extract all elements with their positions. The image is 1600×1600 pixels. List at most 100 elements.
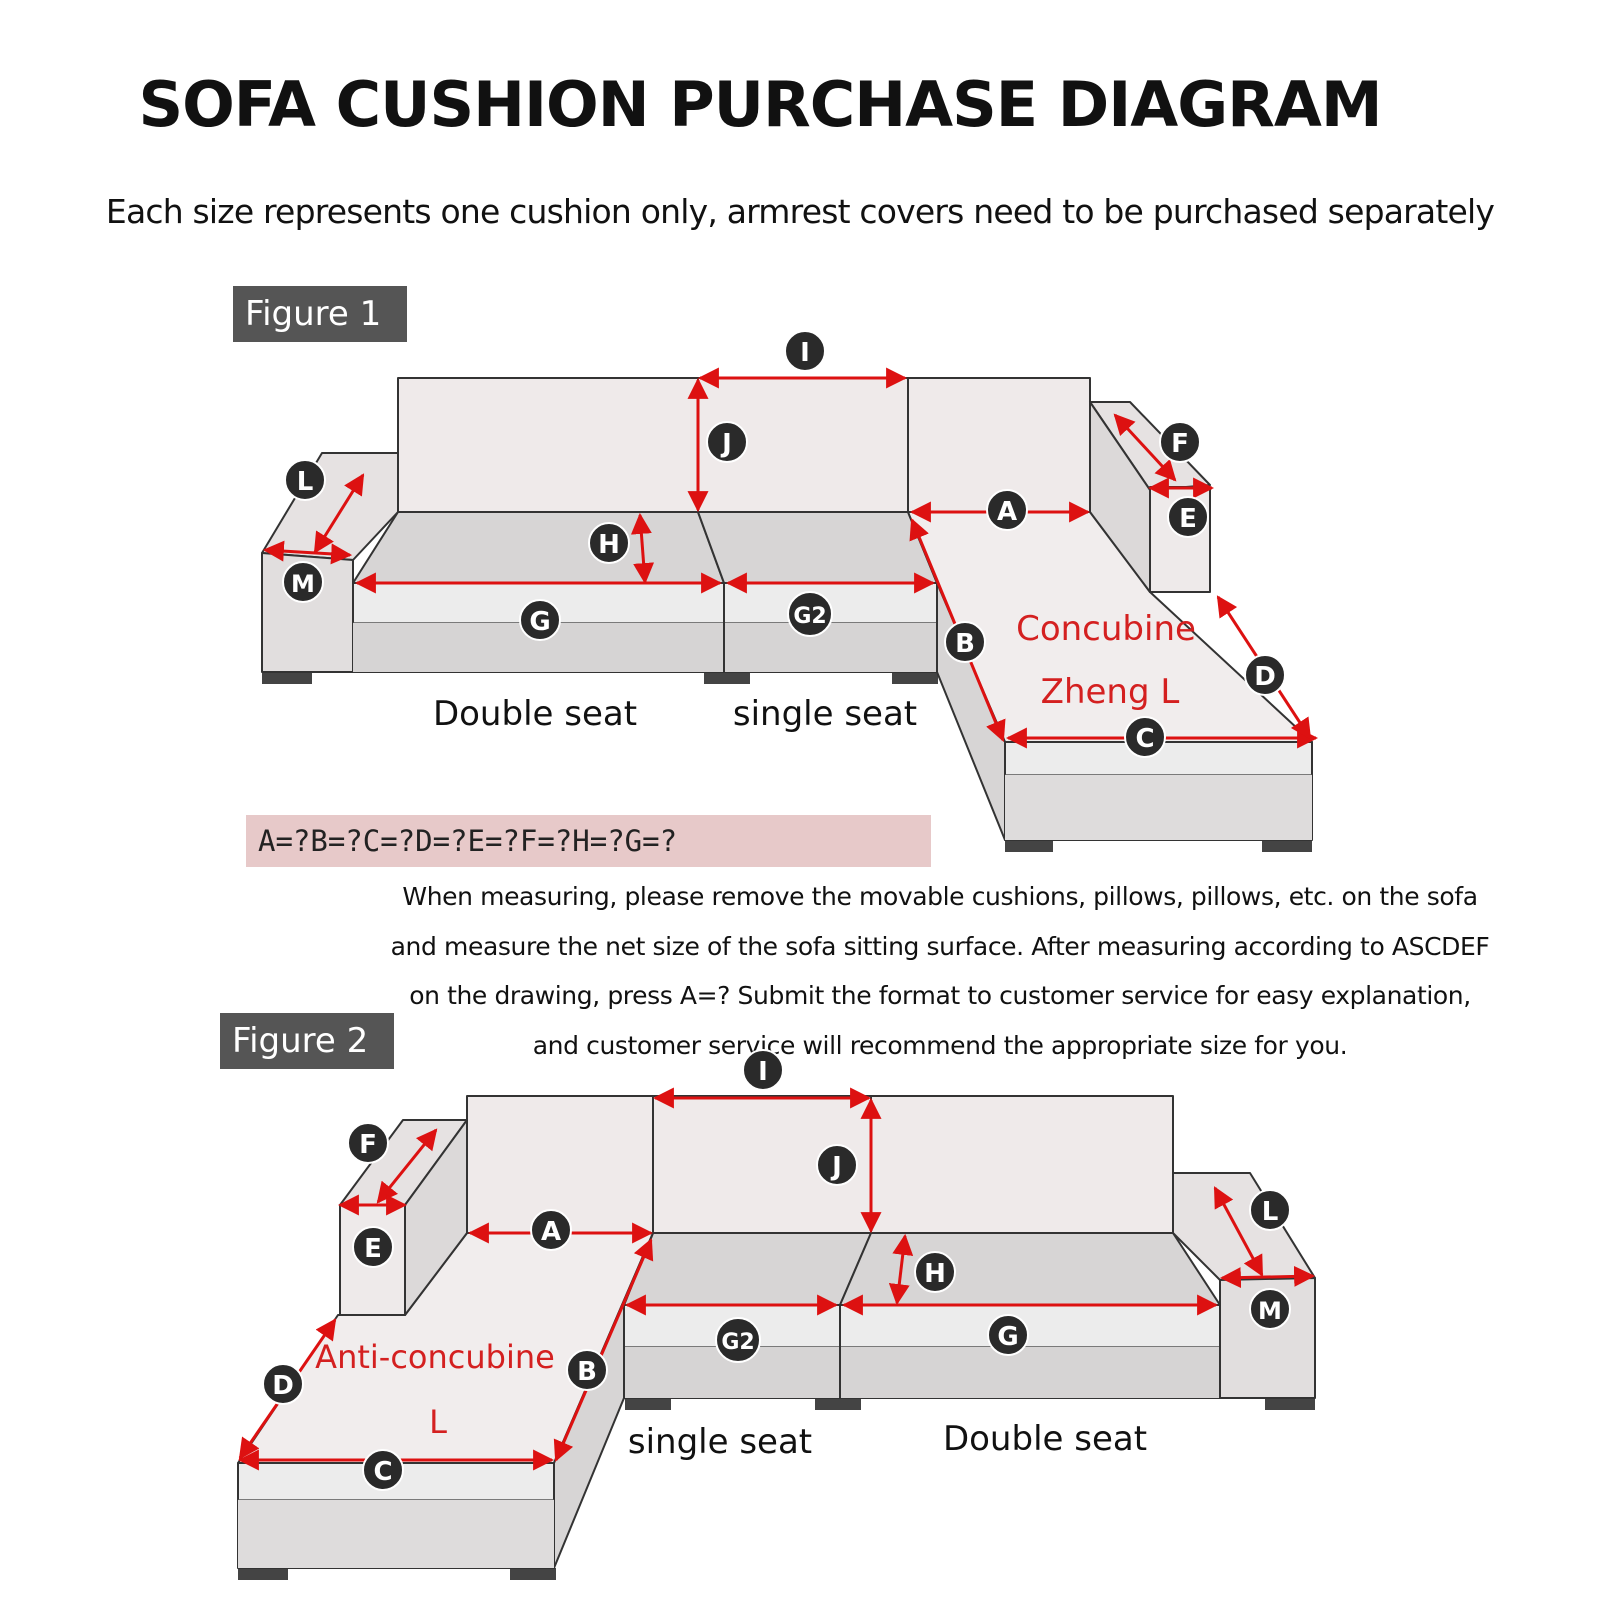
single-seat-cushion	[697, 511, 938, 584]
marker-F: F	[347, 1122, 389, 1164]
svg-text:I: I	[800, 338, 810, 368]
svg-text:G: G	[997, 1322, 1018, 1352]
dimension-arrow	[313, 473, 365, 554]
marker-E: E	[1167, 496, 1209, 538]
marker-C: C	[362, 1449, 404, 1491]
svg-text:H: H	[924, 1259, 946, 1289]
marker-H: H	[914, 1251, 956, 1293]
svg-text:C: C	[373, 1457, 392, 1487]
marker-F: F	[1159, 421, 1201, 463]
marker-D: D	[1244, 654, 1286, 696]
marker-C: C	[1124, 716, 1166, 758]
dimension-arrow	[630, 512, 655, 585]
back-cushion	[397, 377, 699, 513]
instruction-line: When measuring, please remove the movabl…	[402, 882, 1478, 911]
svg-text:M: M	[1258, 1297, 1282, 1325]
marker-J: J	[816, 1144, 858, 1186]
back-cushion	[907, 377, 1091, 513]
dimension-arrow	[888, 1233, 914, 1306]
svg-text:J: J	[830, 1152, 842, 1182]
marker-L: L	[1249, 1189, 1291, 1231]
sofa-foot	[815, 1398, 861, 1410]
sofa-foot	[704, 672, 750, 684]
marker-D: D	[262, 1363, 304, 1405]
marker-E: E	[352, 1226, 394, 1268]
dimension-arrow	[1213, 1186, 1264, 1277]
svg-text:L: L	[297, 467, 314, 497]
svg-text:D: D	[272, 1371, 294, 1401]
figure-1-dimension-arrows	[262, 367, 1319, 749]
marker-L: L	[284, 459, 326, 501]
svg-text:M: M	[291, 570, 315, 598]
svg-text:B: B	[955, 629, 975, 659]
instruction-line: and customer service will recommend the …	[532, 1030, 1348, 1060]
sofa-foot	[1265, 1398, 1315, 1410]
dimension-arrow	[376, 1128, 438, 1204]
page-title: SOFA CUSHION PURCHASE DIAGRAM	[138, 68, 1382, 141]
marker-B: B	[566, 1349, 608, 1391]
figure-1-markers: I J L M H G G2 A B C D E F	[282, 330, 1286, 758]
marker-I: I	[742, 1049, 784, 1091]
svg-text:A: A	[997, 497, 1017, 527]
double-seat-cushion	[352, 511, 725, 584]
svg-text:B: B	[577, 1357, 597, 1387]
marker-G: G	[519, 599, 561, 641]
marker-G2: G2	[715, 1317, 761, 1363]
marker-M: M	[282, 561, 324, 603]
marker-A: A	[530, 1209, 572, 1251]
marker-G2: G2	[787, 591, 833, 637]
dimension-arrow	[262, 540, 353, 565]
sofa-foot	[510, 1568, 556, 1580]
svg-text:G2: G2	[721, 1330, 754, 1355]
marker-G: G	[987, 1314, 1029, 1356]
double-seat-label: Double seat	[943, 1419, 1147, 1459]
svg-text:E: E	[1179, 504, 1197, 534]
svg-text:G2: G2	[793, 604, 826, 629]
instruction-line: and measure the net size of the sofa sit…	[390, 931, 1490, 961]
svg-text:H: H	[598, 530, 620, 560]
instruction-line: on the drawing, press A=? Submit the for…	[409, 981, 1471, 1010]
figure-2-markers: I J F E A H L M G G2 D B C	[262, 1049, 1291, 1491]
sofa-foot	[1262, 840, 1312, 852]
chaise-label: L	[429, 1403, 447, 1441]
single-seat-label: single seat	[733, 694, 917, 734]
marker-I: I	[784, 330, 826, 372]
back-cushion	[870, 1095, 1174, 1234]
chaise-label: Anti-concubine	[315, 1338, 555, 1376]
figure-1-label: Figure 1	[233, 286, 407, 342]
marker-M: M	[1249, 1288, 1291, 1330]
svg-text:C: C	[1135, 724, 1154, 754]
sofa-foot	[238, 1568, 288, 1580]
svg-text:J: J	[720, 429, 732, 459]
dimension-arrow	[553, 1238, 654, 1462]
svg-text:F: F	[359, 1130, 377, 1160]
sofa-foot	[262, 672, 312, 684]
svg-text:A: A	[541, 1217, 561, 1247]
sofa-foot	[625, 1398, 671, 1410]
svg-text:D: D	[1254, 662, 1276, 692]
single-seat-cushion	[623, 1232, 872, 1306]
chaise-label: Zheng L	[1041, 672, 1180, 712]
dimension-arrow	[1113, 413, 1177, 482]
figure-2-label: Figure 2	[220, 1013, 394, 1069]
dimension-arrow	[1219, 1265, 1316, 1289]
sofa-foot	[892, 672, 938, 684]
svg-text:I: I	[758, 1057, 768, 1087]
measuring-instructions: When measuring, please remove the movabl…	[360, 872, 1520, 1070]
marker-J: J	[706, 421, 748, 463]
figure-2-sofa	[237, 1095, 1316, 1580]
measurement-formula: A=?B=?C=?D=?E=?F=?H=?G=?	[246, 815, 931, 867]
double-seat-label: Double seat	[433, 694, 637, 734]
single-seat-label: single seat	[628, 1422, 812, 1462]
marker-B: B	[944, 621, 986, 663]
svg-text:E: E	[364, 1234, 382, 1264]
svg-text:F: F	[1171, 429, 1189, 459]
svg-text:G: G	[529, 607, 550, 637]
chaise-label: Concubine	[1016, 609, 1196, 649]
marker-A: A	[986, 489, 1028, 531]
sofa-foot	[1005, 840, 1053, 852]
page-subtitle: Each size represents one cushion only, a…	[105, 192, 1495, 231]
marker-H: H	[588, 522, 630, 564]
svg-text:L: L	[1262, 1197, 1279, 1227]
